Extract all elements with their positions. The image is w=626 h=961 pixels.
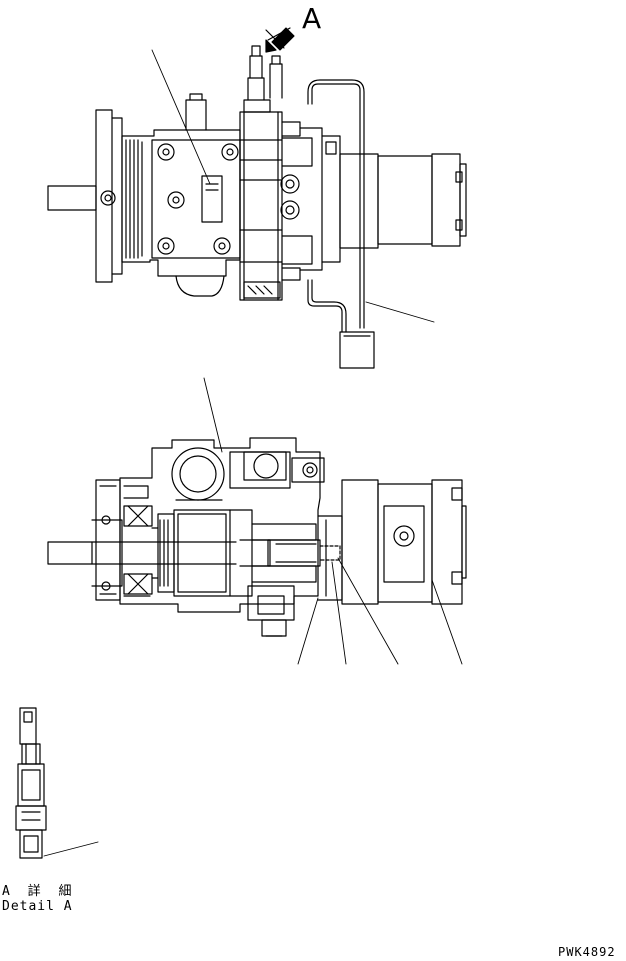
- detail-a-view: [16, 708, 46, 858]
- pump-top-view: [48, 28, 466, 368]
- section-view-leaders: [204, 378, 462, 664]
- view-a-label: A: [302, 2, 322, 35]
- pump-section-view: [48, 438, 466, 636]
- detail-a-label-jp: A 詳 細: [2, 884, 77, 899]
- detail-a-label-en: Detail A: [2, 899, 73, 914]
- drawing-number: PWK4892: [558, 945, 616, 959]
- top-view-leaders: [152, 50, 434, 322]
- view-a-arrow: [266, 28, 294, 52]
- detail-a-leader: [44, 842, 98, 856]
